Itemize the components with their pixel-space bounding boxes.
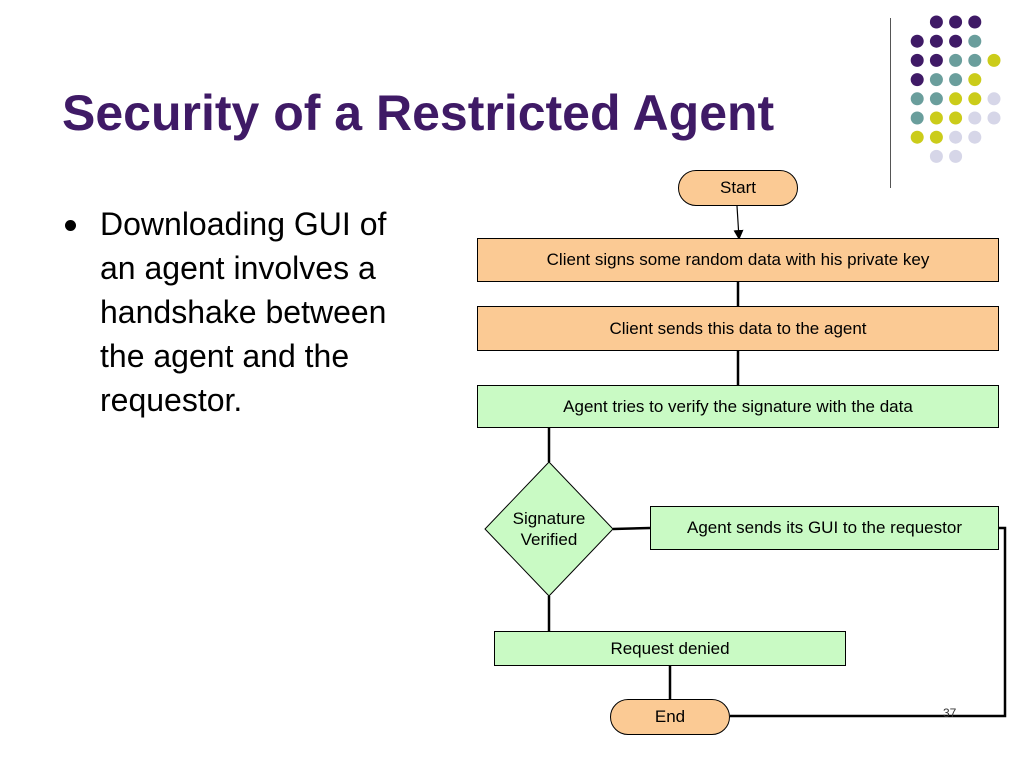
step-request-denied: Request denied — [494, 631, 846, 666]
bullet-text: Downloading GUI of an agent involves a h… — [100, 206, 387, 418]
step-client-sends: Client sends this data to the agent — [477, 306, 999, 351]
decision-label-line1: Signature — [512, 509, 586, 528]
connector-decision-yes — [612, 526, 651, 531]
decision-label: Signature Verified — [497, 508, 601, 550]
bullet-list: Downloading GUI of an agent involves a h… — [62, 202, 430, 422]
end-node: End — [610, 699, 730, 735]
page-number: 37 — [943, 706, 957, 720]
connector-start-to-step1 — [733, 205, 744, 240]
slide-title: Security of a Restricted Agent — [62, 85, 775, 141]
decorative-divider — [890, 18, 891, 188]
connector-gui-to-end — [730, 526, 1007, 718]
step-client-signs: Client signs some random data with his p… — [477, 238, 999, 282]
decision-label-line2: Verified — [520, 530, 578, 549]
step-agent-sends-gui: Agent sends its GUI to the requestor — [650, 506, 999, 550]
bullet-dot-icon — [65, 220, 76, 231]
start-node: Start — [678, 170, 798, 206]
step-agent-verifies: Agent tries to verify the signature with… — [477, 385, 999, 428]
bullet-item: Downloading GUI of an agent involves a h… — [62, 202, 430, 422]
